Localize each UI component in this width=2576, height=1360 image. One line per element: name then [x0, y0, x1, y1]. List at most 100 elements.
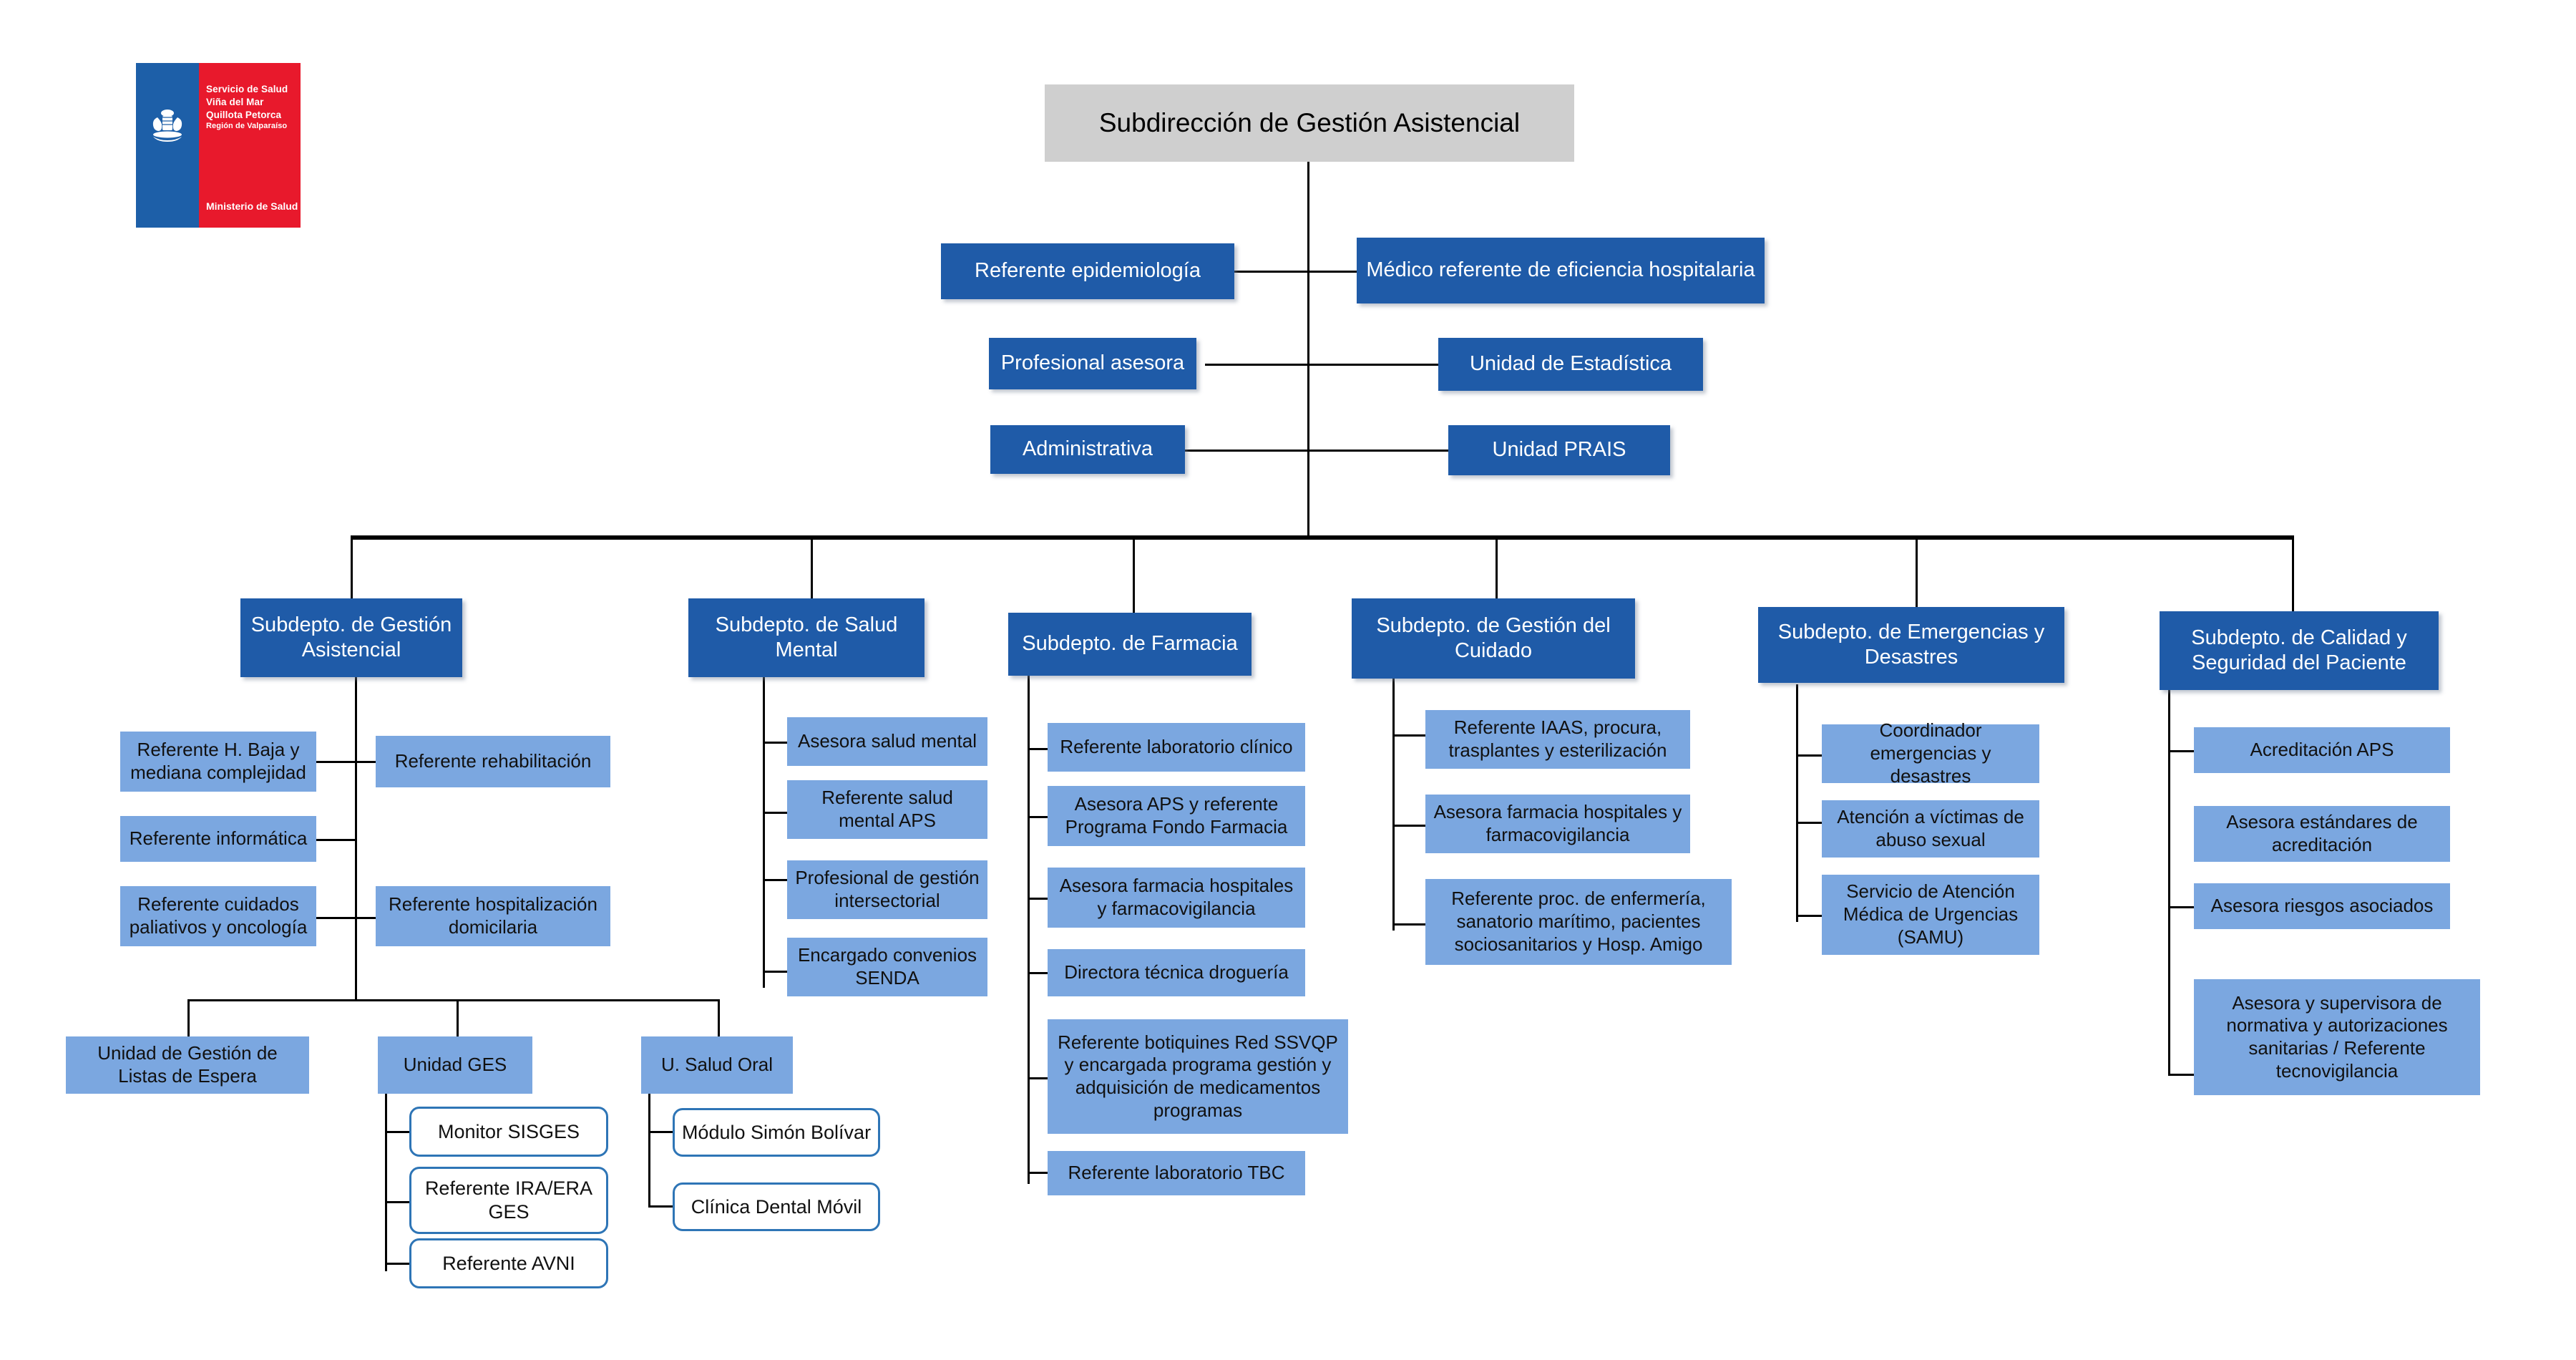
- logo-line-3: Quillota Petorca: [206, 109, 282, 120]
- col3-item-5[interactable]: Referente botiquines Red SSVQP y encarga…: [1048, 1019, 1348, 1134]
- dept-drop-2: [811, 535, 813, 598]
- staff-right-3[interactable]: Unidad PRAIS: [1448, 425, 1670, 475]
- col2-item-3-label: Profesional de gestión intersectorial: [795, 867, 980, 911]
- col3-item-4-label: Directora técnica droguería: [1064, 961, 1289, 983]
- col4-item-3-label: Referente proc. de enfermería, sanatorio…: [1451, 888, 1706, 955]
- col5-item-3-label: Servicio de Atención Médica de Urgencias…: [1843, 880, 2019, 948]
- staff-right-1-label: Médico referente de eficiencia hospitala…: [1366, 258, 1755, 282]
- col1-right-item-1[interactable]: Referente rehabilitación: [376, 736, 610, 787]
- unit-salud-oral-child-2[interactable]: Clínica Dental Móvil: [673, 1182, 880, 1231]
- col2-item-1[interactable]: Asesora salud mental: [787, 717, 987, 766]
- col2-connector-3: [763, 879, 789, 881]
- col1-unit-drop-3: [718, 999, 720, 1036]
- col2-spine: [763, 677, 765, 988]
- col5-connector-1: [1796, 754, 1823, 757]
- col1-left-item-1-label: Referente H. Baja y mediana complejidad: [130, 739, 306, 783]
- col5-item-3[interactable]: Servicio de Atención Médica de Urgencias…: [1822, 875, 2039, 955]
- dept-header-calidad-y-seguridad[interactable]: Subdepto. de Calidad y Seguridad del Pac…: [2160, 611, 2439, 690]
- dept-header-gestion-asistencial[interactable]: Subdepto. de Gestión Asistencial: [240, 598, 462, 677]
- col3-item-5-label: Referente botiquines Red SSVQP y encarga…: [1058, 1031, 1338, 1121]
- col6-item-2[interactable]: Asesora estándares de acreditación: [2194, 806, 2450, 862]
- root-node-subdireccion[interactable]: Subdirección de Gestión Asistencial: [1045, 84, 1574, 162]
- col2-item-4[interactable]: Encargado convenios SENDA: [787, 938, 987, 996]
- unit-ges-child-2-label: Referente IRA/ERA GES: [424, 1177, 593, 1223]
- staff-right-2[interactable]: Unidad de Estadística: [1438, 338, 1703, 391]
- col6-item-4[interactable]: Asesora y supervisora de normativa y aut…: [2194, 979, 2480, 1095]
- col1-right-item-1-label: Referente rehabilitación: [394, 750, 592, 772]
- col3-item-1-label: Referente laboratorio clínico: [1060, 736, 1293, 758]
- col4-item-2[interactable]: Asesora farmacia hospitales y farmacovig…: [1425, 795, 1690, 853]
- staff-left-2[interactable]: Profesional asesora: [989, 338, 1196, 389]
- unit-ges-connector-3: [385, 1263, 411, 1265]
- col1-spine: [355, 677, 357, 999]
- col1-left-item-2-label: Referente informática: [129, 827, 308, 850]
- unit-ges-child-3-label: Referente AVNI: [442, 1252, 575, 1274]
- dept-header-farmacia[interactable]: Subdepto. de Farmacia: [1008, 613, 1252, 676]
- unit-ges-child-1[interactable]: Monitor SISGES: [409, 1107, 608, 1157]
- unit-salud-oral-child-1[interactable]: Módulo Simón Bolívar: [673, 1108, 880, 1157]
- col2-item-3[interactable]: Profesional de gestión intersectorial: [787, 860, 987, 919]
- staff-left-1-label: Referente epidemiología: [975, 259, 1201, 283]
- unit-salud-oral[interactable]: U. Salud Oral: [641, 1036, 793, 1094]
- staff-left-1[interactable]: Referente epidemiología: [941, 243, 1234, 299]
- col2-connector-1: [763, 742, 789, 744]
- col1-right-item-2[interactable]: Referente hospitalización domicilaria: [376, 886, 610, 946]
- unit-ges-child-1-label: Monitor SISGES: [437, 1120, 580, 1142]
- col5-item-1[interactable]: Coordinador emergencias y desastres: [1822, 719, 2039, 787]
- dept-header-emergencias-y-desastres[interactable]: Subdepto. de Emergencias y Desastres: [1758, 607, 2064, 683]
- col4-item-1-label: Referente IAAS, procura, trasplantes y e…: [1448, 717, 1667, 761]
- col2-item-2[interactable]: Referente salud mental APS: [787, 780, 987, 839]
- dept-header-salud-mental[interactable]: Subdepto. de Salud Mental: [688, 598, 924, 677]
- staff-right-2-label: Unidad de Estadística: [1469, 352, 1672, 376]
- col1-left-item-1[interactable]: Referente H. Baja y mediana complejidad: [120, 732, 316, 792]
- logo-red-panel: Servicio de Salud Viña del Mar Quillota …: [199, 63, 301, 228]
- logo-line-4: Región de Valparaíso: [206, 122, 288, 131]
- ministerio-de-salud-logo: Servicio de Salud Viña del Mar Quillota …: [136, 63, 301, 228]
- unit-ges-child-3[interactable]: Referente AVNI: [409, 1238, 608, 1288]
- col5-spine: [1796, 684, 1798, 922]
- col4-item-1[interactable]: Referente IAAS, procura, trasplantes y e…: [1425, 710, 1690, 769]
- col5-connector-3: [1796, 915, 1823, 917]
- col3-connector-4: [1028, 972, 1049, 974]
- col3-item-6[interactable]: Referente laboratorio TBC: [1048, 1151, 1305, 1195]
- col3-connector-5: [1028, 1077, 1049, 1079]
- dept-header-calidad-y-seguridad-label: Subdepto. de Calidad y Seguridad del Pac…: [2191, 626, 2407, 674]
- unit-salud-oral-spine: [648, 1094, 650, 1207]
- unit-ges-child-2[interactable]: Referente IRA/ERA GES: [409, 1167, 608, 1234]
- col4-item-2-label: Asesora farmacia hospitales y farmacovig…: [1433, 801, 1682, 845]
- col6-connector-3: [2168, 906, 2195, 908]
- col1-unit-drop-2: [457, 999, 459, 1036]
- logo-blue-panel: [136, 63, 199, 228]
- col4-item-3[interactable]: Referente proc. de enfermería, sanatorio…: [1425, 879, 1732, 965]
- col3-item-2[interactable]: Asesora APS y referente Programa Fondo F…: [1048, 786, 1305, 846]
- unit-gestion-listas-espera-label: Unidad de Gestión de Listas de Espera: [97, 1042, 278, 1087]
- unit-gestion-listas-espera[interactable]: Unidad de Gestión de Listas de Espera: [66, 1036, 309, 1094]
- col2-item-4-label: Encargado convenios SENDA: [797, 944, 977, 989]
- dept-drop-6: [2292, 535, 2294, 611]
- unit-salud-oral-connector-2: [648, 1205, 674, 1208]
- unit-ges-spine: [385, 1094, 387, 1271]
- staff-left-3[interactable]: Administrativa: [990, 425, 1185, 474]
- unit-ges[interactable]: Unidad GES: [378, 1036, 532, 1094]
- col6-item-1[interactable]: Acreditación APS: [2194, 727, 2450, 773]
- col3-item-2-label: Asesora APS y referente Programa Fondo F…: [1065, 793, 1288, 837]
- col3-spine: [1028, 676, 1030, 1184]
- col1-left-item-2[interactable]: Referente informática: [120, 816, 316, 862]
- col6-item-3[interactable]: Asesora riesgos asociados: [2194, 883, 2450, 929]
- unit-ges-label: Unidad GES: [403, 1054, 507, 1076]
- col3-item-4[interactable]: Directora técnica droguería: [1048, 949, 1305, 996]
- col3-connector-1: [1028, 748, 1049, 750]
- col5-item-2[interactable]: Atención a víctimas de abuso sexual: [1822, 800, 2039, 858]
- coat-of-arms-icon: [152, 110, 182, 142]
- dept-header-salud-mental-label: Subdepto. de Salud Mental: [715, 613, 898, 661]
- staff-left-2-label: Profesional asesora: [1000, 351, 1185, 375]
- dept-header-gestion-del-cuidado[interactable]: Subdepto. de Gestión del Cuidado: [1352, 598, 1635, 679]
- col1-right-item-2-label: Referente hospitalización domicilaria: [389, 893, 597, 938]
- unit-salud-oral-connector-1: [648, 1131, 674, 1133]
- root-spine: [1307, 162, 1309, 537]
- staff-connector-1: [1232, 271, 1382, 273]
- col3-item-3[interactable]: Asesora farmacia hospitales y farmacovig…: [1048, 868, 1305, 928]
- col3-item-1[interactable]: Referente laboratorio clínico: [1048, 723, 1305, 772]
- staff-right-1[interactable]: Médico referente de eficiencia hospitala…: [1357, 238, 1765, 303]
- col1-left-item-3[interactable]: Referente cuidados paliativos y oncologí…: [120, 886, 316, 946]
